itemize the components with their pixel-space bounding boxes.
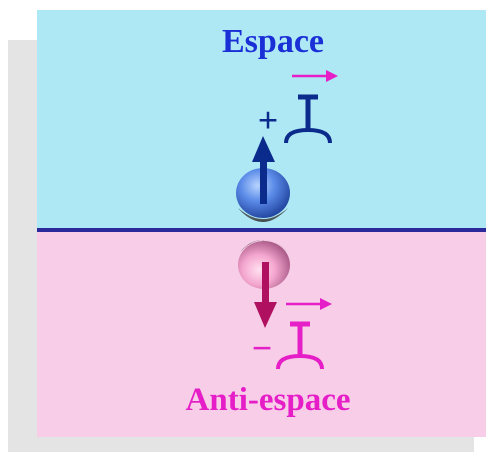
boundary-line [37,228,486,232]
plus-sign: + [258,100,279,140]
minus-sign: − [252,328,273,368]
top-title: Espace [222,23,324,60]
bottom-title: Anti-espace [186,382,351,418]
